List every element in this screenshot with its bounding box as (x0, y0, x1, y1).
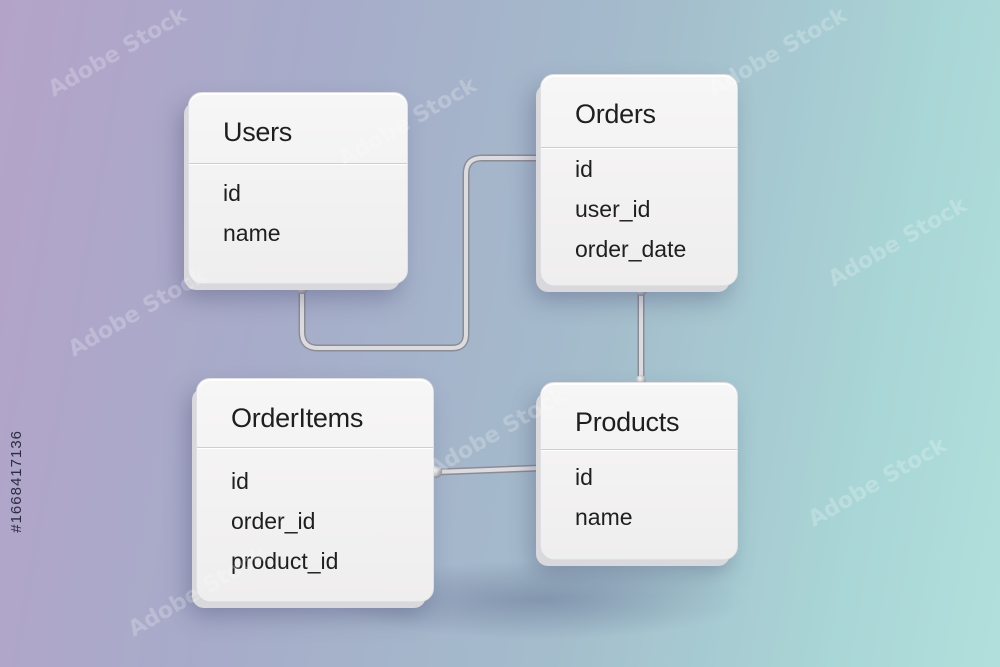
field-item: id (575, 156, 593, 182)
table-title: Products (575, 407, 680, 437)
table-products: Products id name (540, 382, 738, 560)
field-item: product_id (231, 548, 339, 574)
field-list: id name (575, 457, 633, 537)
divider (541, 147, 737, 148)
field-item: id (231, 468, 249, 494)
field-list: id order_id product_id (231, 461, 338, 581)
field-list: id name (223, 173, 281, 253)
field-item: id (223, 180, 241, 206)
connector-knob (635, 284, 647, 296)
connector-knob (296, 282, 308, 294)
divider (197, 447, 433, 448)
table-title: OrderItems (231, 403, 364, 433)
divider (541, 449, 737, 450)
table-orders: Orders id user_id order_date (540, 74, 738, 286)
field-list: id user_id order_date (575, 149, 686, 269)
field-item: name (223, 220, 281, 246)
field-item: name (575, 504, 633, 530)
table-orderitems: OrderItems id order_id product_id (196, 378, 434, 602)
field-item: id (575, 464, 593, 490)
table-title: Users (223, 117, 293, 147)
field-item: order_id (231, 508, 316, 534)
table-users: Users id name (188, 92, 408, 284)
divider (189, 163, 407, 164)
field-item: user_id (575, 196, 651, 222)
field-item: order_date (575, 236, 687, 262)
stock-id: #1668417136 (8, 430, 25, 533)
table-title: Orders (575, 99, 656, 129)
